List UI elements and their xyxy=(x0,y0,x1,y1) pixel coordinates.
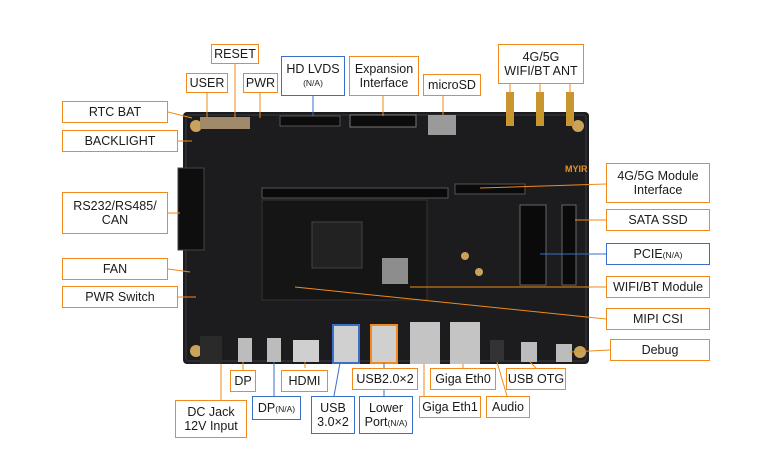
label-giga-eth1: Giga Eth1 xyxy=(419,396,481,418)
dp2-port-shape xyxy=(267,338,281,362)
label-reset: RESET xyxy=(211,44,259,64)
label-dp: DP xyxy=(230,370,256,392)
label-wifi-bt-module: WIFI/BT Module xyxy=(606,276,710,298)
buttons-strip xyxy=(200,117,250,129)
label-backlight: BACKLIGHT xyxy=(62,130,178,152)
brand-logo: MYIR xyxy=(565,164,588,174)
label-debug: Debug xyxy=(610,339,710,361)
label-usb-otg: USB OTG xyxy=(506,368,566,390)
label-usb2: USB2.0×2 xyxy=(352,368,418,390)
microsd-slot xyxy=(428,115,456,135)
label-rtc-bat: RTC BAT xyxy=(62,101,168,123)
label-user: USER xyxy=(186,73,228,93)
label-rs232-rs485-can: RS232/RS485/CAN xyxy=(62,192,168,234)
soc-chip xyxy=(311,221,363,269)
label-pcie: PCIE(N/A) xyxy=(606,243,710,265)
m2-slot xyxy=(261,187,449,199)
label-hd-lvds: HD LVDS(N/A) xyxy=(281,56,345,96)
label-microsd: microSD xyxy=(423,74,481,96)
label-hdmi: HDMI xyxy=(281,370,328,392)
eth1-port-shape xyxy=(410,322,440,364)
dc-jack-shape xyxy=(200,336,222,364)
pcie-slot xyxy=(519,204,547,286)
label-pwr-switch: PWR Switch xyxy=(62,286,178,308)
label-audio: Audio xyxy=(486,396,530,418)
rs232-terminal xyxy=(177,167,205,251)
expansion-header xyxy=(349,114,417,128)
audio-port-shape xyxy=(490,340,504,362)
eth0-port-shape xyxy=(450,322,480,364)
debug-port-shape xyxy=(556,344,572,362)
usb3-port-shape xyxy=(332,324,360,364)
usbotg-port-shape xyxy=(521,342,537,362)
label-fan: FAN xyxy=(62,258,168,280)
4g-module-slot xyxy=(454,183,526,195)
usb2-port-shape xyxy=(370,324,398,364)
ram-chip xyxy=(382,258,408,284)
label-dp-na: DP(N/A) xyxy=(252,396,301,420)
label-pwr: PWR xyxy=(243,73,278,93)
label-sata-ssd: SATA SSD xyxy=(606,209,710,231)
label-mipi-csi: MIPI CSI xyxy=(606,308,710,330)
lvds-connector xyxy=(279,115,341,127)
dp-port-shape xyxy=(238,338,252,362)
antenna-connectors xyxy=(506,92,574,126)
hdmi-port-shape xyxy=(293,340,319,362)
label-giga-eth0: Giga Eth0 xyxy=(430,368,496,390)
sata-slot xyxy=(561,204,577,286)
